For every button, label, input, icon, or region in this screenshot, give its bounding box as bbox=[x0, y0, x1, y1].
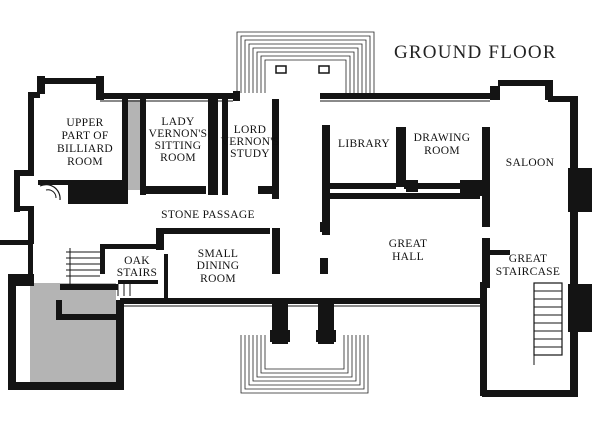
svg-text:GREAT: GREAT bbox=[389, 238, 428, 250]
svg-text:SMALL: SMALL bbox=[198, 248, 238, 260]
room-label-drawing-room: DRAWING ROOM bbox=[414, 132, 471, 157]
svg-text:LIBRARY: LIBRARY bbox=[338, 138, 390, 150]
oak-stairs-steps bbox=[66, 248, 131, 296]
svg-text:GREAT: GREAT bbox=[509, 253, 548, 265]
plan-title: GROUND FLOOR bbox=[394, 42, 557, 63]
svg-text:SITTING: SITTING bbox=[155, 140, 202, 152]
svg-text:DRAWING: DRAWING bbox=[414, 132, 471, 144]
great-staircase-steps bbox=[533, 282, 563, 365]
svg-text:SALOON: SALOON bbox=[506, 157, 555, 169]
svg-text:BILLIARD: BILLIARD bbox=[57, 143, 113, 155]
room-label-stone-passage: STONE PASSAGE bbox=[161, 209, 255, 221]
room-label-lady-vernon: LADY VERNON'S SITTING ROOM bbox=[149, 116, 208, 164]
svg-text:STUDY: STUDY bbox=[230, 148, 270, 160]
shaded-strip bbox=[127, 100, 141, 190]
svg-text:HALL: HALL bbox=[392, 251, 424, 263]
room-label-library: LIBRARY bbox=[338, 138, 390, 150]
svg-text:LADY: LADY bbox=[161, 116, 195, 128]
svg-text:ROOM: ROOM bbox=[160, 152, 196, 164]
room-label-lord-vernon: LORD VERNON'S STUDY bbox=[221, 124, 280, 160]
south-steps bbox=[240, 335, 369, 394]
shaded-billiard-area bbox=[30, 283, 116, 385]
spiral-stair bbox=[39, 184, 61, 201]
svg-text:ROOM: ROOM bbox=[67, 156, 103, 168]
window-lines bbox=[11, 100, 578, 390]
svg-text:ROOM: ROOM bbox=[424, 145, 460, 157]
interior-walls bbox=[38, 99, 510, 344]
svg-text:STONE PASSAGE: STONE PASSAGE bbox=[161, 209, 255, 221]
svg-text:UPPER: UPPER bbox=[66, 117, 103, 129]
svg-text:PART OF: PART OF bbox=[61, 130, 108, 142]
svg-text:LORD: LORD bbox=[234, 124, 267, 136]
svg-text:DINING: DINING bbox=[197, 260, 240, 272]
svg-text:VERNON'S: VERNON'S bbox=[221, 136, 280, 148]
svg-text:ROOM: ROOM bbox=[200, 273, 236, 285]
room-label-small-dining: SMALL DINING ROOM bbox=[197, 248, 240, 285]
room-label-upper-billiard: UPPER PART OF BILLIARD ROOM bbox=[57, 117, 113, 168]
room-label-saloon: SALOON bbox=[506, 157, 555, 169]
room-label-great-staircase: GREAT STAIRCASE bbox=[496, 253, 560, 278]
svg-text:OAK: OAK bbox=[124, 255, 150, 267]
room-label-great-hall: GREAT HALL bbox=[389, 238, 428, 263]
exterior-walls bbox=[0, 76, 592, 397]
svg-text:STAIRS: STAIRS bbox=[117, 267, 158, 279]
svg-text:VERNON'S: VERNON'S bbox=[149, 128, 208, 140]
svg-text:STAIRCASE: STAIRCASE bbox=[496, 266, 560, 278]
north-steps bbox=[236, 31, 375, 93]
room-label-oak-stairs: OAK STAIRS bbox=[117, 255, 158, 279]
